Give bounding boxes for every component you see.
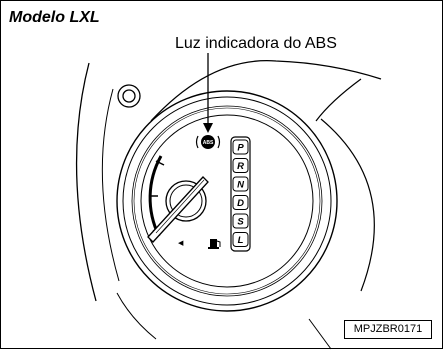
fuel-pump-icon bbox=[208, 239, 221, 249]
gear-label-r: R bbox=[237, 161, 244, 172]
gauge-ring-2 bbox=[122, 96, 332, 306]
fuel-tick-1 bbox=[155, 160, 165, 166]
outer-arc-bottom bbox=[116, 292, 157, 340]
gear-box-s bbox=[232, 213, 249, 229]
gear-box-p bbox=[232, 139, 249, 155]
model-title: Modelo LXL bbox=[9, 9, 100, 26]
gauge-ring-3 bbox=[131, 105, 323, 297]
gauge-outer-ring bbox=[116, 90, 338, 312]
fuel-arrow-icon: ◀ bbox=[178, 240, 184, 247]
gear-label-l: L bbox=[238, 235, 244, 246]
gear-box-d bbox=[232, 195, 249, 210]
outer-arc-left-1 bbox=[75, 62, 97, 302]
fuel-needle bbox=[147, 176, 209, 243]
gear-label-n: N bbox=[237, 180, 245, 191]
callout-arrowhead bbox=[203, 123, 213, 133]
gauge-ring-4 bbox=[133, 107, 321, 295]
needle-hub-inner bbox=[169, 184, 203, 218]
abs-callout-label: Luz indicadora do ABS bbox=[175, 35, 337, 52]
gear-box-n bbox=[232, 176, 249, 192]
gear-label-d: D bbox=[237, 198, 244, 209]
gear-box-r bbox=[232, 158, 249, 173]
housing-tick-right bbox=[315, 78, 362, 122]
housing-top-arc bbox=[150, 59, 382, 122]
housing-right-arc bbox=[320, 118, 375, 292]
gear-label-s: S bbox=[237, 217, 244, 228]
gauge-inner-ring bbox=[140, 114, 314, 288]
housing-bottom-tick bbox=[308, 318, 332, 350]
gear-box-l bbox=[232, 232, 249, 247]
abs-indicator-icon: ABS bbox=[195, 135, 221, 149]
fuel-needle-line bbox=[155, 179, 205, 234]
outer-arc-left-2 bbox=[101, 88, 120, 282]
abs-icon-label: ABS bbox=[203, 140, 214, 146]
gear-label-p: P bbox=[237, 143, 244, 154]
round-button-inner bbox=[122, 89, 136, 103]
figure-code: MPJZBR0171 bbox=[344, 320, 432, 339]
round-button-outer bbox=[117, 84, 141, 108]
